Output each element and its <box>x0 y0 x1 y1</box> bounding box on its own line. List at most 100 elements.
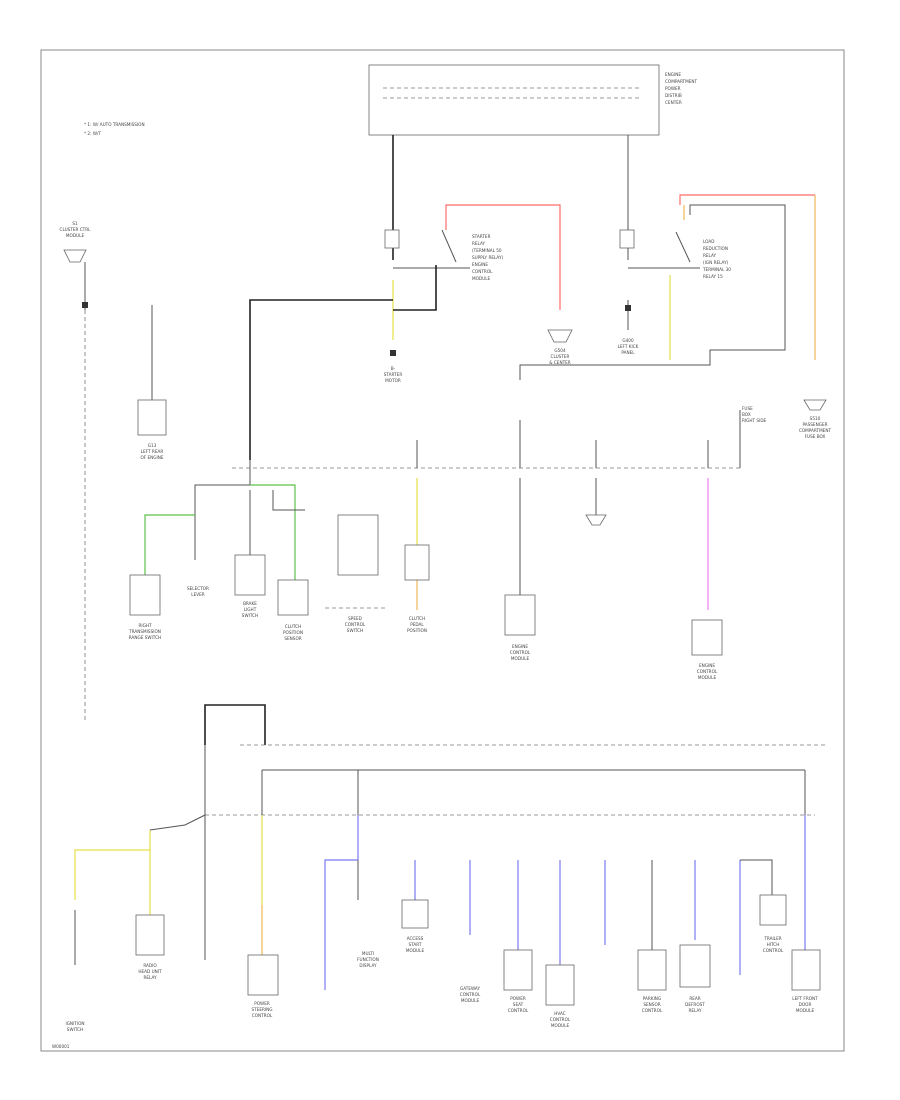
row2-label: SWITCH <box>347 628 363 633</box>
legend-item: * 2: W/T <box>84 131 101 136</box>
relay-right-label: RELAY <box>703 253 717 258</box>
ground-label: B- <box>391 366 396 371</box>
row2-label: ENGINE <box>512 644 528 649</box>
stack-label: OF ENGINE <box>140 455 163 460</box>
relay-right-label: (IGN RELAY) <box>703 260 729 265</box>
ground-label: STARTER <box>384 372 403 377</box>
relay-right-label: RELAY 15 <box>703 274 723 279</box>
row2-label: RANGE SWITCH <box>129 635 161 640</box>
fuse-box-label: FUSE <box>742 406 753 411</box>
bottom-label: STEERING <box>251 1007 272 1012</box>
bottom-label: START <box>409 942 422 947</box>
bottom-label: MULTI <box>362 951 374 956</box>
row2-label: BRAKE <box>243 601 257 606</box>
fuse-box-label: BOX <box>742 412 751 417</box>
bottom-label: TRAILER <box>763 936 781 941</box>
bottom-label: CONTROL <box>252 1013 273 1018</box>
yellow-wire <box>74 849 150 900</box>
diagram-frame <box>40 49 845 1052</box>
bottom-label: GATEWAY <box>460 986 480 991</box>
bottom-label: POWER <box>510 996 526 1001</box>
bottom-label: SWITCH <box>67 1027 83 1032</box>
green-wire <box>144 514 195 575</box>
bottom-label: REAR <box>689 996 700 1001</box>
left-top-component: S1 CLUSTER CTRL MODULE <box>60 221 91 720</box>
row2-label: CONTROL <box>697 669 718 674</box>
red-wire <box>679 194 815 205</box>
ground-label: CLUSTER <box>551 354 570 359</box>
ground-label: MOTOR <box>385 378 401 383</box>
ground-label: PANEL <box>621 350 635 355</box>
top-wiring <box>249 135 827 460</box>
bottom-label: DOOR <box>799 1002 812 1007</box>
ground-label: G400 <box>622 338 634 343</box>
bottom-label: IGNITION <box>65 1021 84 1026</box>
footer-code: W00001 <box>52 1044 70 1049</box>
bottom-label: LEFT FRONT <box>792 996 818 1001</box>
relay-left-label: MODULE <box>472 276 491 281</box>
fuse-box-label: RIGHT SIDE <box>742 418 767 423</box>
bottom-label: ACCESS <box>407 936 424 941</box>
relay-right-label: REDUCTION <box>703 246 728 251</box>
relay-left-label: STARTER <box>472 234 491 239</box>
component-label: S1 <box>72 221 78 226</box>
bottom-label: CONTROL <box>550 1017 571 1022</box>
module-label: DISTRIB <box>665 93 682 98</box>
relay-right-label: TERMINAL 30 <box>702 267 731 272</box>
module-label: CENTER <box>665 100 682 105</box>
row2-label: CONTROL <box>510 650 531 655</box>
red-wire <box>445 204 561 310</box>
bottom-label: DISPLAY <box>359 963 377 968</box>
bottom-label: CONTROL <box>642 1008 663 1013</box>
row2-label: CLUTCH <box>285 624 302 629</box>
bottom-label: POWER <box>254 1001 270 1006</box>
bottom-labels: RADIO HEAD UNIT RELAY IGNITION SWITCH PO… <box>65 936 818 1032</box>
relay-labels: STARTER RELAY (TERMINAL 50 SUPPLY RELAY)… <box>384 234 832 439</box>
bottom-label: HVAC <box>554 1011 566 1016</box>
ground-label: G504 <box>554 348 566 353</box>
left-stack: G13 LEFT REAR OF ENGINE <box>137 305 167 460</box>
bottom-label: CONTROL <box>763 948 784 953</box>
row2-label: MODULE <box>698 675 717 680</box>
row2-label: LIGHT <box>244 607 257 612</box>
bottom-label: RELAY <box>688 1008 702 1013</box>
relay-left-label: (TERMINAL 50 <box>472 248 502 253</box>
row2-label: POSITION <box>283 630 303 635</box>
legend: * 1: W/ AUTO TRANSMISSION * 2: W/T <box>84 122 145 136</box>
row2-label: PEDAL <box>410 622 424 627</box>
row2-labels: RIGHT TRANSMISSION RANGE SWITCH SELECTOR… <box>128 586 718 680</box>
top-power-module: ENGINE COMPARTMENT POWER DISTRIB CENTER <box>368 64 698 136</box>
ground-label: COMPARTMENT <box>799 428 832 433</box>
bottom-label: RADIO <box>143 963 157 968</box>
ground-label: S510 <box>810 416 821 421</box>
bottom-label: PARKING <box>643 996 661 1001</box>
relay-left-label: RELAY <box>472 241 486 246</box>
row2-label: POSITION <box>407 628 427 633</box>
module-label: POWER <box>665 86 681 91</box>
ground-label: PASSENGER <box>802 422 827 427</box>
fuse-bar-middle <box>232 410 741 485</box>
green-wire <box>250 484 296 580</box>
row2-label: SPEED <box>348 616 362 621</box>
stack-label: G13 <box>148 443 157 448</box>
row2-label: ENGINE <box>699 663 715 668</box>
row2-label: RIGHT <box>138 623 152 628</box>
legend-item: * 1: W/ AUTO TRANSMISSION <box>84 122 145 127</box>
row2-branches <box>129 478 723 656</box>
ground-label: FUSE BOX <box>805 434 826 439</box>
component-label: MODULE <box>66 233 85 238</box>
row2-label: SELECTOR <box>187 586 209 591</box>
row2-label: LEVER <box>191 592 204 597</box>
relay-left-label: CONTROL <box>472 269 493 274</box>
ground-label: LEFT KICK <box>618 344 639 349</box>
bottom-label: SEAT <box>513 1002 524 1007</box>
bottom-label: RELAY <box>143 975 157 980</box>
blue-wire <box>324 815 359 990</box>
ground-label: & CENTER <box>549 360 571 365</box>
row2-label: SENSOR <box>284 636 301 641</box>
bottom-label: MODULE <box>406 948 425 953</box>
row2-label: SWITCH <box>242 613 258 618</box>
row2-label: TRANSMISSION <box>128 629 161 634</box>
bottom-label: MODULE <box>551 1023 570 1028</box>
